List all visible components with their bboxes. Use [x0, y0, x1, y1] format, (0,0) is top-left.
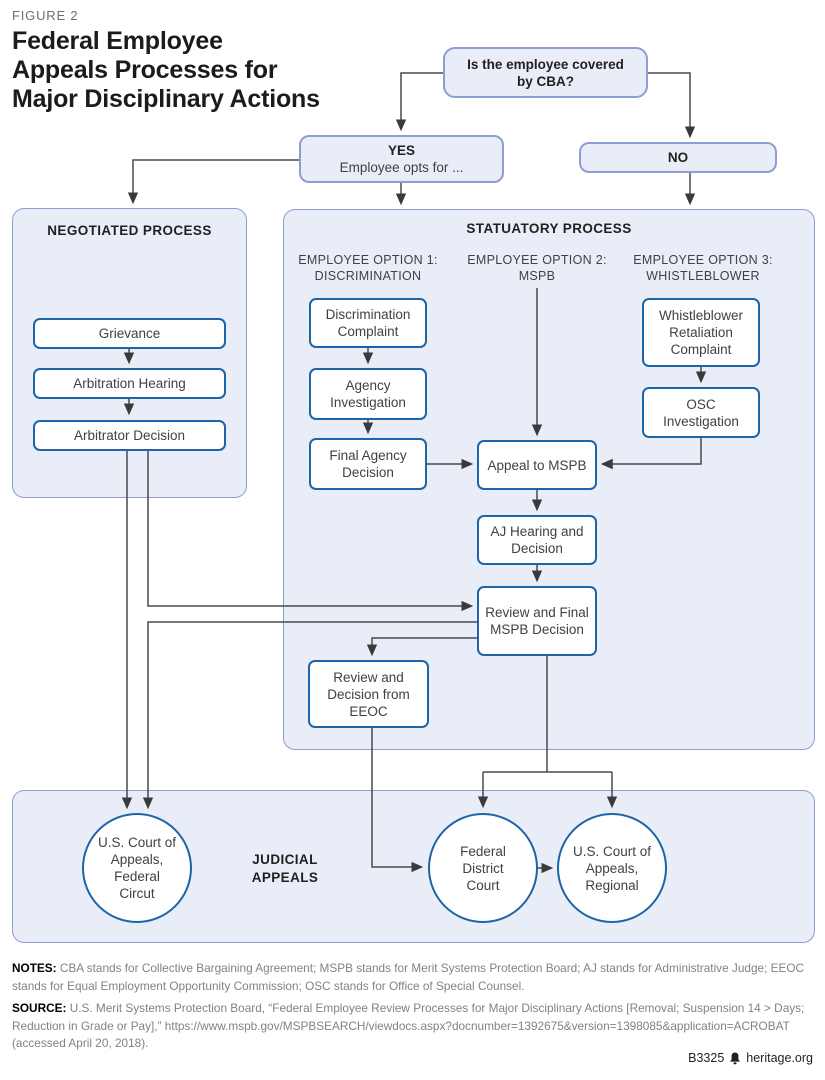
node-grievance: Grievance [33, 318, 226, 349]
footer-brand: B3325 heritage.org [688, 1051, 813, 1065]
node-appeal-to-mspb: Appeal to MSPB [477, 440, 597, 490]
notes-text: NOTES: CBA stands for Collective Bargain… [12, 961, 805, 993]
negotiated-process-header: NEGOTIATED PROCESS [47, 223, 212, 238]
node-arbitration-hearing: Arbitration Hearing [33, 368, 226, 399]
title-line-3: Major Disciplinary Actions [12, 85, 320, 113]
node-agency-investigation: Agency Investigation [309, 368, 427, 420]
no-label: NO [667, 150, 689, 165]
heritage-bell-icon [730, 1052, 741, 1064]
node-aj-hearing-and-decision: AJ Hearing and Decision [477, 515, 597, 565]
notes-label: NOTES: [12, 961, 57, 975]
option-1-line-1: EMPLOYEE OPTION 1: [298, 253, 438, 267]
node-arbitrator-decision: Arbitrator Decision [33, 420, 226, 451]
node-discrimination-complaint: Discrimination Complaint [309, 298, 427, 348]
option-2-line-2: MSPB [518, 269, 556, 283]
decision-question: Is the employee covered by CBA? [467, 56, 624, 89]
option-3-line-2: WHISTLEBLOWER [646, 269, 760, 283]
branch-no: NO [579, 142, 777, 173]
option-1-header: EMPLOYEE OPTION 1: DISCRIMINATION [293, 252, 443, 284]
node-final-agency-decision: Final Agency Decision [309, 438, 427, 490]
statuatory-process-header: STATUATORY PROCESS [466, 221, 632, 236]
node-review-decision-eeoc: Review and Decision from EEOC [308, 660, 429, 728]
title-line-1: Federal Employee [12, 27, 223, 55]
source-text: SOURCE: U.S. Merit Systems Protection Bo… [12, 1001, 805, 1050]
title-line-2: Appeals Processes for [12, 56, 278, 84]
page-title: Federal Employee Appeals Processes for M… [12, 27, 320, 114]
court-appeals-regional: U.S. Court of Appeals, Regional [557, 813, 667, 923]
judicial-appeals-header: JUDICIAL APPEALS [251, 852, 319, 885]
node-whistleblower-retaliation-complaint: Whistleblower Retaliation Complaint [642, 298, 760, 367]
option-3-line-1: EMPLOYEE OPTION 3: [633, 253, 773, 267]
node-osc-investigation: OSC Investigation [642, 387, 760, 438]
yes-sublabel: Employee opts for ... [339, 160, 464, 175]
decision-covered-by-cba: Is the employee covered by CBA? [443, 47, 648, 98]
court-federal-circuit: U.S. Court of Appeals, Federal Circut [82, 813, 192, 923]
option-2-line-1: EMPLOYEE OPTION 2: [467, 253, 607, 267]
branch-yes: YES Employee opts for ... [299, 135, 504, 183]
court-federal-district: Federal District Court [428, 813, 538, 923]
option-3-header: EMPLOYEE OPTION 3: WHISTLEBLOWER [628, 252, 778, 284]
option-2-header: EMPLOYEE OPTION 2: MSPB [462, 252, 612, 284]
report-id: B3325 [688, 1051, 725, 1065]
source-label: SOURCE: [12, 1001, 67, 1015]
figure-label: FIGURE 2 [12, 8, 79, 23]
site-label: heritage.org [746, 1051, 813, 1065]
node-review-final-mspb-decision: Review and Final MSPB Decision [477, 586, 597, 656]
yes-label: YES [387, 143, 415, 158]
option-1-line-2: DISCRIMINATION [314, 269, 422, 283]
